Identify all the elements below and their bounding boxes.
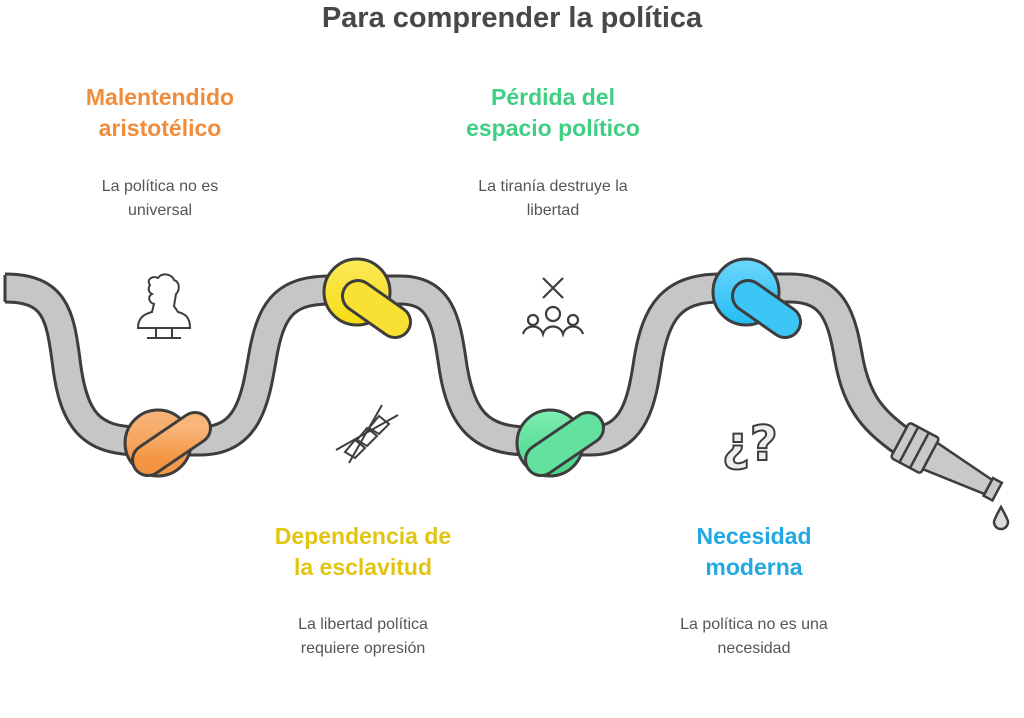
heading-line: Necesidad xyxy=(696,523,812,549)
desc-perdida: La tiranía destruye la libertad xyxy=(433,175,673,223)
desc-line: universal xyxy=(127,202,193,219)
hose xyxy=(3,272,921,461)
desc-line: La política no es una xyxy=(680,616,828,633)
heading-dependencia: Dependencia de la esclavitud xyxy=(233,521,493,583)
hose-nozzle xyxy=(890,422,1004,503)
desc-dependencia: La libertad política requiere opresión xyxy=(243,613,483,661)
heading-line: Dependencia de xyxy=(274,523,452,549)
heading-line: Malentendido xyxy=(85,84,235,110)
heading-line: la esclavitud xyxy=(293,554,433,580)
water-drop-icon xyxy=(992,504,1010,531)
heading-line: aristotélico xyxy=(98,115,222,141)
knot-green xyxy=(515,408,605,478)
desc-line: requiere opresión xyxy=(300,640,426,657)
knot-orange xyxy=(123,408,212,478)
desc-line: La tiranía destruye la xyxy=(478,178,628,195)
heading-line: espacio político xyxy=(466,115,640,141)
heading-malentendido: Malentendido aristotélico xyxy=(30,82,290,144)
desc-line: La política no es xyxy=(101,178,219,195)
desc-line: La libertad política xyxy=(298,616,428,633)
philosopher-bust-icon xyxy=(136,273,192,339)
heading-necesidad: Necesidad moderna xyxy=(624,521,884,583)
heading-line: Pérdida del xyxy=(491,84,615,110)
svg-text:¿?: ¿? xyxy=(722,416,778,472)
heading-line: moderna xyxy=(705,554,803,580)
heading-perdida: Pérdida del espacio político xyxy=(423,82,683,144)
desc-line: necesidad xyxy=(717,640,791,657)
desc-malentendido: La política no es universal xyxy=(40,175,280,223)
question-marks-icon: ¿? xyxy=(721,415,779,473)
knot-blue xyxy=(711,257,802,339)
page-title: Para comprender la política xyxy=(321,2,703,34)
group-cross-icon xyxy=(521,277,585,338)
chain-icon xyxy=(335,404,399,464)
knot-yellow xyxy=(322,257,412,339)
desc-necesidad: La política no es una necesidad xyxy=(634,613,874,661)
desc-line: libertad xyxy=(526,202,580,219)
